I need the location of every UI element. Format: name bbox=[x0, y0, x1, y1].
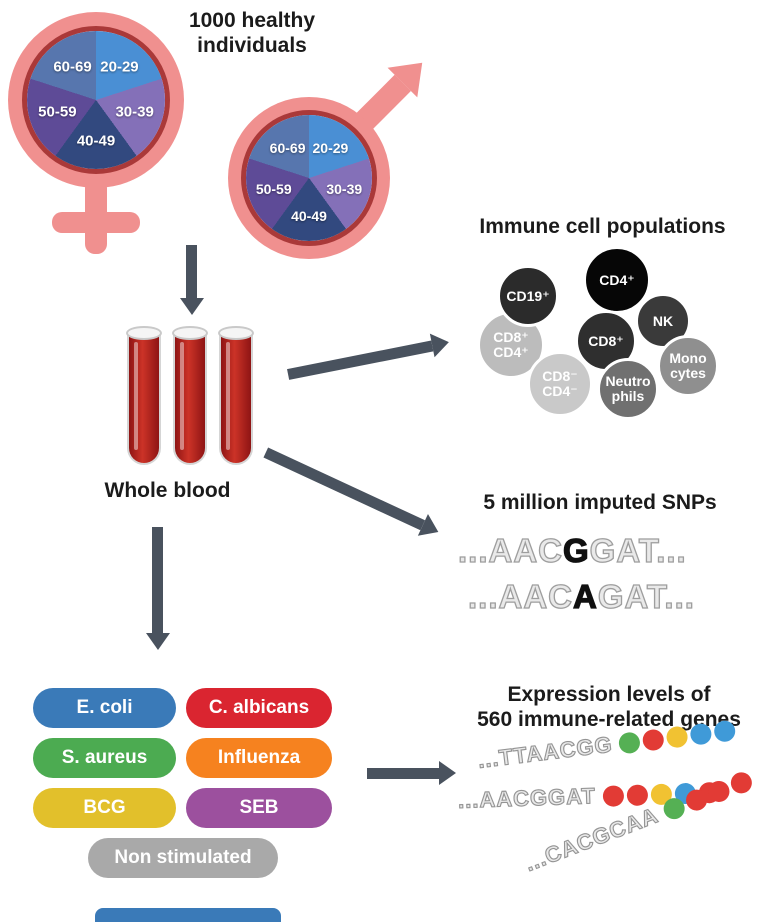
immune-cell-label: CD8⁺ bbox=[588, 332, 624, 349]
tube-shine bbox=[180, 342, 184, 450]
stimulus-pill-nonstimulated: Non stimulated bbox=[88, 838, 278, 878]
expression-title: Expression levels of 560 immune-related … bbox=[477, 683, 741, 732]
immune-cell-label: Neutro phils bbox=[605, 373, 651, 404]
expression-sequence: ...CACGCAA bbox=[521, 802, 662, 877]
stimulus-pill-bcg: BCG bbox=[33, 788, 176, 828]
expression-bead bbox=[682, 786, 710, 814]
stimulus-pill-ecoli: E. coli bbox=[33, 688, 176, 728]
stimulus-label: Influenza bbox=[217, 747, 301, 768]
arrowhead-icon bbox=[439, 761, 456, 785]
tube-blood bbox=[127, 333, 161, 465]
age-pie bbox=[27, 31, 165, 169]
stimulus-label: S. aureus bbox=[61, 747, 148, 768]
age-pie bbox=[246, 115, 372, 241]
age-segment-label: 40-49 bbox=[76, 132, 116, 150]
immune-cell-label: NK bbox=[652, 312, 674, 329]
expression-bead bbox=[641, 727, 666, 752]
female-symbol-circle: 20-29 30-39 40-49 50-59 60-69 bbox=[8, 12, 184, 188]
male-age-pie-wrap: 20-29 30-39 40-49 50-59 60-69 bbox=[241, 110, 377, 246]
expression-bead bbox=[602, 784, 625, 807]
stimulus-pill-seb: SEB bbox=[186, 788, 332, 828]
snp-prefix: ...AAC bbox=[457, 531, 563, 569]
tube-opening bbox=[218, 326, 254, 340]
stimulus-label: E. coli bbox=[76, 697, 133, 718]
stimulus-label: BCG bbox=[83, 797, 126, 818]
arrow-blood-to-stimulations bbox=[146, 527, 170, 650]
blood-tube bbox=[126, 326, 164, 468]
expression-bead bbox=[618, 730, 642, 755]
stimulus-label: SEB bbox=[239, 797, 279, 818]
arrow-shaft bbox=[152, 527, 164, 633]
arrow-shaft bbox=[186, 245, 198, 298]
age-segment-label: 50-59 bbox=[38, 103, 77, 121]
expression-bead bbox=[665, 724, 690, 749]
age-segment-label: 40-49 bbox=[291, 207, 327, 224]
expression-bead bbox=[626, 783, 649, 806]
arrow-shaft bbox=[263, 447, 426, 530]
immune-cell-cd4: CD4⁺ bbox=[583, 246, 651, 314]
age-segment-label: 30-39 bbox=[326, 181, 363, 198]
snps-title: 5 million imputed SNPs bbox=[483, 491, 717, 514]
immune-cell-monocytes: Mono cytes bbox=[657, 335, 719, 397]
immune-cell-label: CD8⁺ CD4⁺ bbox=[493, 329, 529, 360]
age-segment-label: 30-39 bbox=[115, 103, 154, 121]
stimulus-label: C. albicans bbox=[208, 697, 310, 718]
age-segment-label: 20-29 bbox=[100, 58, 139, 76]
snp-prefix: ...AAC bbox=[467, 577, 573, 615]
tube-blood bbox=[173, 333, 207, 465]
immune-cell-cd19: CD19⁺ bbox=[497, 265, 559, 327]
immune-cell-label: CD4⁺ bbox=[599, 271, 635, 288]
stimulus-label: Non stimulated bbox=[114, 847, 252, 868]
immune-cell-label: CD19⁺ bbox=[506, 287, 550, 304]
expression-bead bbox=[713, 718, 737, 743]
snp-sequence-row: ...AACAGAT... bbox=[467, 577, 695, 616]
tube-shine bbox=[226, 342, 230, 450]
arrow-stimulations-to-expression bbox=[367, 761, 456, 785]
female-age-pie-wrap: 20-29 30-39 40-49 50-59 60-69 bbox=[22, 26, 170, 174]
female-symbol-crossbar bbox=[52, 212, 140, 233]
expression-bead bbox=[689, 721, 713, 746]
arrow-blood-to-immune-cells bbox=[286, 330, 452, 385]
age-segment-label: 50-59 bbox=[255, 181, 292, 198]
immune-cells-title: Immune cell populations bbox=[479, 215, 726, 238]
immune-cell-label: Mono cytes bbox=[669, 350, 707, 381]
age-segment-label: 20-29 bbox=[312, 139, 349, 156]
stimulus-pill-influenza: Influenza bbox=[186, 738, 332, 778]
immune-cell-label: CD8⁻ CD4⁻ bbox=[542, 368, 578, 399]
age-segment-label: 60-69 bbox=[269, 139, 306, 156]
arrowhead-icon bbox=[146, 633, 170, 650]
expression-bead bbox=[727, 768, 755, 797]
arrow-shaft bbox=[367, 767, 439, 779]
expression-bead bbox=[705, 777, 733, 805]
arrowhead-icon bbox=[180, 298, 204, 315]
expression-bead bbox=[660, 794, 688, 822]
age-segment-label: 60-69 bbox=[53, 58, 92, 76]
immune-cell-cd8neg-cd4neg: CD8⁻ CD4⁻ bbox=[527, 351, 593, 417]
expression-sequence: ...TTAACGG bbox=[476, 731, 615, 773]
tube-opening bbox=[126, 326, 162, 340]
whole-blood-label: Whole blood bbox=[104, 479, 231, 502]
snp-suffix: GAT... bbox=[597, 577, 695, 615]
snp-variant-allele: A bbox=[572, 577, 598, 615]
arrow-blood-to-snps bbox=[261, 441, 444, 543]
snp-sequence-row: ...AACGGAT... bbox=[457, 531, 687, 570]
snp-variant-allele: G bbox=[562, 531, 590, 569]
tube-shine bbox=[134, 342, 138, 450]
male-symbol-circle: 20-29 30-39 40-49 50-59 60-69 bbox=[228, 97, 390, 259]
snp-suffix: GAT... bbox=[589, 531, 687, 569]
cohort-title: 1000 healthy individuals bbox=[188, 9, 316, 58]
immune-cell-cluster: CD8⁺ CD4⁺ CD19⁺ NK CD4⁺ CD8⁺ CD8⁻ CD4⁻ M… bbox=[465, 240, 765, 435]
tube-opening bbox=[172, 326, 208, 340]
stimulus-pill-saureus: S. aureus bbox=[33, 738, 176, 778]
blood-tube bbox=[218, 326, 256, 468]
tube-blood bbox=[219, 333, 253, 465]
partial-pill bbox=[95, 908, 281, 922]
stimulus-pill-calbicans: C. albicans bbox=[186, 688, 332, 728]
arrowhead-icon bbox=[429, 330, 452, 358]
immune-cell-neutrophils: Neutro phils bbox=[597, 358, 659, 420]
expression-sequence: ...AACGGAT bbox=[457, 783, 597, 814]
blood-tube bbox=[172, 326, 210, 468]
arrow-shaft bbox=[286, 340, 434, 380]
arrow-cohort-to-blood bbox=[180, 245, 204, 315]
